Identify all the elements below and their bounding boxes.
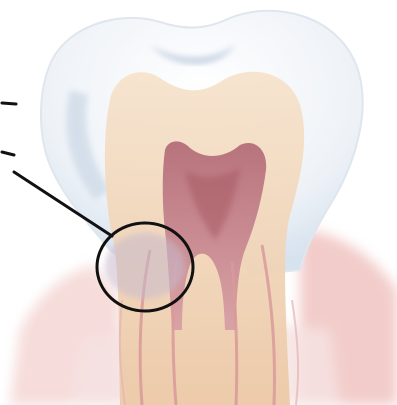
pointer-tick-upper xyxy=(2,103,16,104)
lesion-area xyxy=(105,233,185,299)
